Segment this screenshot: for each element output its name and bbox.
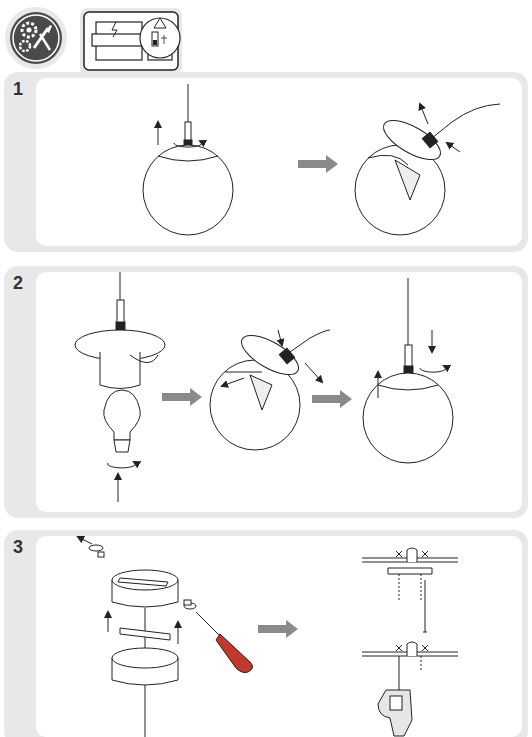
step-2-illustration [75,272,453,502]
breaker-off-icon [80,8,182,74]
step-number: 1 [13,80,23,98]
step-number: 2 [13,274,23,292]
step-number: 3 [13,538,23,556]
step-3-illustration [78,537,458,737]
tools-icon [5,7,67,69]
step-panels [4,72,528,737]
step-1-illustration [143,84,500,235]
